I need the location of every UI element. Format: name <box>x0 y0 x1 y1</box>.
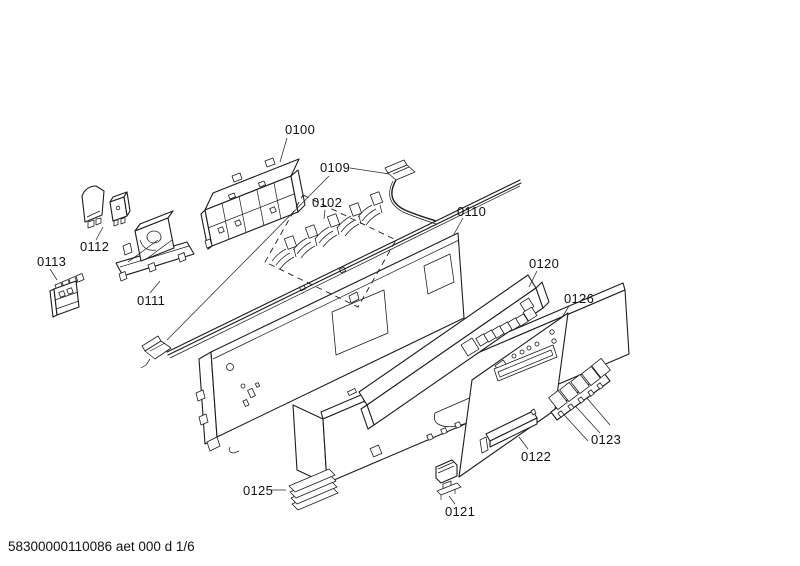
part-0122-trim-strip <box>479 408 538 454</box>
callout-0102: 0102 <box>312 195 342 210</box>
callout-0112: 0112 <box>80 239 109 254</box>
part-0102-switch-set <box>264 191 397 308</box>
document-number: 58300000110086 aet 000 d 1/6 <box>8 539 195 554</box>
callout-0122: 0122 <box>521 449 551 464</box>
part-0123-button-set <box>548 357 611 442</box>
callout-0100: 0100 <box>285 122 315 137</box>
part-0111-holder-bracket <box>115 210 195 282</box>
callout-0125: 0125 <box>243 483 273 498</box>
callout-0123: 0123 <box>591 432 621 447</box>
callout-0111: 0111 <box>137 293 165 308</box>
callout-0120: 0120 <box>529 256 559 271</box>
part-0110-support-panel <box>195 232 465 454</box>
callout-0109: 0109 <box>320 160 350 175</box>
part-0109-cable-harness <box>140 159 522 369</box>
callout-0121: 0121 <box>445 504 475 519</box>
part-0121-push-button <box>435 459 462 500</box>
part-0125-pad-stack <box>288 468 339 511</box>
part-0120-panel-fascia <box>358 274 550 430</box>
part-0100-control-module <box>200 157 306 250</box>
part-0112-cover-pieces <box>81 185 131 229</box>
callout-0126: 0126 <box>564 291 594 306</box>
part-0113-switch-block <box>49 273 85 318</box>
callout-0113: 0113 <box>37 254 66 269</box>
callout-0110: 0110 <box>457 204 486 219</box>
leader-lines <box>49 137 570 505</box>
part-callouts: 0100 0102 0109 0110 0111 0112 0113 0120 … <box>37 122 621 519</box>
